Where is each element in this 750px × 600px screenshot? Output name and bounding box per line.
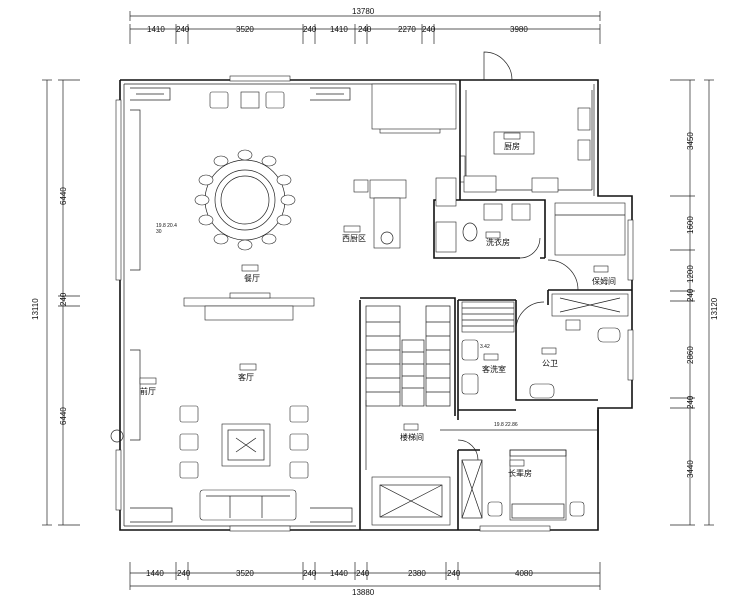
right-segment-4: 240: [686, 288, 695, 302]
public-wc-label: 公卫: [542, 359, 558, 368]
kitchen: 厨房: [371, 51, 593, 193]
left-dimension-line: 13110 6440 240 6440: [31, 79, 80, 526]
laundry-label: 洗衣房: [486, 237, 510, 247]
elder-room: 长辈房: [461, 449, 585, 521]
interior-walls: [360, 150, 632, 530]
public-bathroom: 公卫: [515, 293, 629, 399]
top-total-dimension: 13780: [352, 7, 375, 16]
stair-note: 19.8 22.86: [494, 422, 518, 428]
nanny-room: 保姆间: [547, 202, 626, 291]
exterior-walls: [115, 75, 634, 532]
bottom-total-dimension: 13880: [352, 588, 375, 597]
top-segment-2: 240: [176, 25, 190, 34]
stairwell: 楼梯间 19.8 22.86: [365, 305, 518, 526]
top-segment-8: 240: [422, 25, 436, 34]
western-kitchen-label: 西厨区: [342, 234, 366, 243]
bottom-segment-4: 240: [303, 569, 317, 578]
foyer-label: 前厅: [140, 386, 156, 396]
top-segment-5: 1410: [330, 25, 348, 34]
left-segment-3: 6440: [59, 407, 68, 425]
bottom-segment-8: 240: [447, 569, 461, 578]
powder-room-label: 客洗室: [482, 364, 506, 374]
bottom-dimension-line: 1440 240 3520 240 1440 240 2380 240 4080…: [129, 562, 601, 597]
top-segment-7: 2270: [398, 25, 416, 34]
top-segment-4: 240: [303, 25, 317, 34]
left-segment-2: 240: [59, 292, 68, 306]
top-segment-1: 1410: [147, 25, 165, 34]
top-segment-6: 240: [358, 25, 372, 34]
round-dining-table: [194, 149, 296, 251]
elder-room-label: 长辈房: [508, 468, 532, 478]
right-total-dimension: 13120: [710, 297, 719, 320]
kitchen-label: 厨房: [504, 141, 520, 151]
right-segment-1: 3450: [686, 132, 695, 150]
dining-note: 19.8 20.4: [156, 223, 177, 229]
left-segment-1: 6440: [59, 187, 68, 205]
western-kitchen-island: [353, 179, 407, 249]
powder-room-note: 3.42: [480, 344, 490, 350]
living-room: 客厅 前厅: [110, 363, 367, 523]
bottom-segment-9: 4080: [515, 569, 533, 578]
top-segment-3: 3520: [236, 25, 254, 34]
right-segment-2: 1600: [686, 216, 695, 234]
bottom-segment-3: 3520: [236, 569, 254, 578]
dining-note-b: 30: [156, 229, 162, 235]
laundry-room: 洗衣房: [435, 177, 541, 259]
right-segment-7: 3440: [686, 460, 695, 478]
bottom-segment-1: 1440: [146, 569, 164, 578]
powder-room: 3.42 客洗室: [461, 301, 515, 395]
living-room-label: 客厅: [238, 372, 254, 382]
right-dimension-line: 3450 1600 1200 240 2860 240 3440 13120: [670, 79, 719, 526]
left-total-dimension: 13110: [31, 298, 40, 320]
bottom-segment-6: 240: [356, 569, 370, 578]
bottom-segment-7: 2380: [408, 569, 426, 578]
right-segment-6: 240: [686, 395, 695, 409]
top-segment-9: 3980: [510, 25, 528, 34]
stairwell-label: 楼梯间: [400, 432, 424, 442]
right-segment-5: 2860: [686, 346, 695, 364]
top-dimension-line: 13780 1410 240 3520 240 1410 240 2270 24…: [129, 7, 601, 44]
nanny-room-label: 保姆间: [592, 276, 616, 286]
dining-room: 餐厅 19.8 20.4 30 西厨区: [130, 87, 407, 441]
dining-room-label: 餐厅: [244, 274, 260, 283]
bottom-segment-5: 1440: [330, 569, 348, 578]
right-segment-3: 1200: [686, 265, 695, 283]
bottom-segment-2: 240: [177, 569, 191, 578]
